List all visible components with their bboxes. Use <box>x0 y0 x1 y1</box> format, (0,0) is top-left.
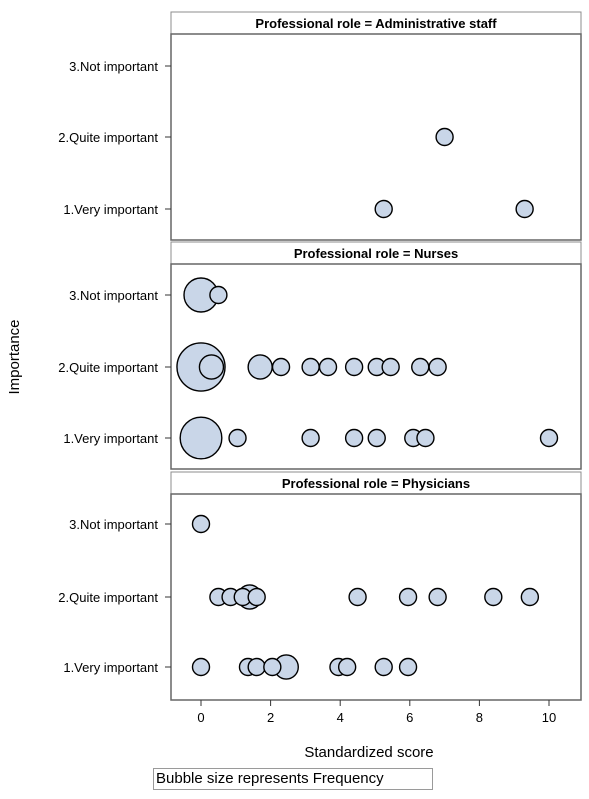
bubble <box>428 357 447 377</box>
panel-1: Professional role = Administrative staff… <box>58 11 582 241</box>
x-tick-label: 6 <box>406 710 413 725</box>
bubble <box>381 357 400 377</box>
y-tick-label: 3.Not important <box>69 288 158 303</box>
bubble <box>301 428 320 448</box>
bubble <box>271 357 291 377</box>
bubble <box>367 428 386 448</box>
bubble <box>247 657 266 677</box>
panel-3: Professional role = Physicians 3.Not impo… <box>58 471 582 701</box>
x-axis-title: Standardized score <box>304 744 433 761</box>
bubble <box>539 428 559 448</box>
bubble <box>318 357 338 377</box>
y-tick-label: 1.Very important <box>63 431 158 446</box>
bubble <box>198 354 225 380</box>
x-tick-label: 8 <box>476 710 483 725</box>
bubble <box>484 587 503 607</box>
panels-layer: Professional role = Administrative staff… <box>58 11 582 701</box>
x-tick-label: 4 <box>337 710 344 725</box>
y-axis-title: Importance <box>6 319 23 394</box>
bubble <box>228 428 247 448</box>
panel-title: Professional role = Physicians <box>282 476 470 491</box>
bubble <box>247 354 273 380</box>
bubble <box>247 587 266 607</box>
y-tick-label: 1.Very important <box>63 202 158 217</box>
bubble <box>209 285 228 305</box>
x-tick-label: 0 <box>197 710 204 725</box>
panel-title: Professional role = Administrative staff <box>255 16 497 31</box>
x-axis: 0 2 4 6 8 10 <box>197 700 556 725</box>
bubble <box>520 587 540 607</box>
bubble <box>179 416 223 460</box>
bubble <box>428 587 447 607</box>
bubble <box>374 657 393 677</box>
bubble <box>416 428 435 448</box>
x-tick-label: 2 <box>267 710 274 725</box>
bubble <box>344 357 364 377</box>
footnote-bubble-size: Bubble size represents Frequency <box>153 768 433 790</box>
bubble <box>191 514 211 534</box>
y-tick-label: 2.Quite important <box>58 590 158 605</box>
y-tick-label: 3.Not important <box>69 517 158 532</box>
y-tick-label: 2.Quite important <box>58 130 158 145</box>
bubble <box>398 587 418 607</box>
y-tick-label: 2.Quite important <box>58 360 158 375</box>
bubble <box>515 199 534 219</box>
bubble <box>191 657 211 677</box>
panel-title: Professional role = Nurses <box>294 246 458 261</box>
y-tick-label: 3.Not important <box>69 59 158 74</box>
x-tick-label: 10 <box>542 710 556 725</box>
bubble <box>374 199 393 219</box>
bubble <box>435 127 454 147</box>
bubble <box>301 357 320 377</box>
bubble <box>344 428 364 448</box>
panel-2: Professional role = Nurses 3.Not importan… <box>58 241 582 470</box>
y-tick-label: 1.Very important <box>63 660 158 675</box>
bubble <box>348 587 367 607</box>
bubble <box>398 657 418 677</box>
bubble <box>263 657 282 677</box>
bubble <box>411 357 430 377</box>
bubble <box>337 657 357 677</box>
